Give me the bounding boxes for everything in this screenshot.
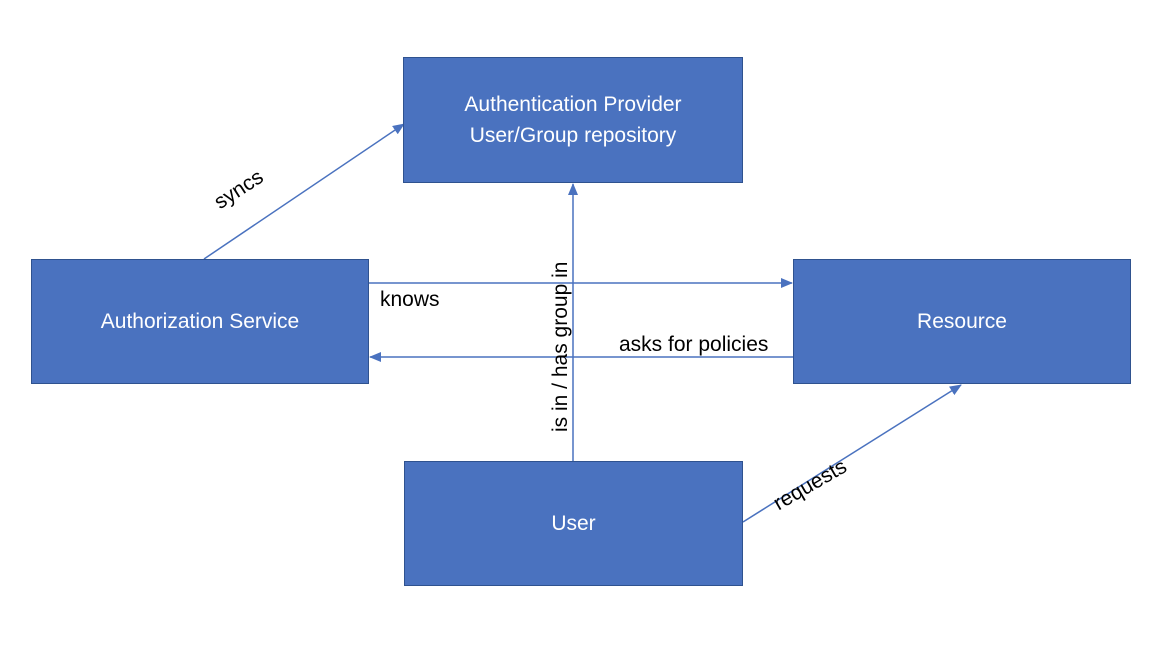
node-resource: Resource (793, 259, 1131, 384)
node-resource-label: Resource (917, 310, 1007, 333)
edge-syncs-arrow (203, 123, 405, 260)
node-authentication-provider-line1: Authentication Provider (464, 93, 682, 116)
edge-requests-arrow (742, 384, 962, 523)
node-authentication-provider-line2: User/Group repository (469, 124, 677, 147)
node-user: User (404, 461, 743, 586)
edge-label-asks-for-policies: asks for policies (619, 333, 769, 356)
node-authorization-service: Authorization Service (31, 259, 369, 384)
node-authorization-service-label: Authorization Service (100, 310, 300, 333)
edge-label-knows: knows (380, 288, 440, 311)
node-authentication-provider: Authentication Provider User/Group repos… (403, 57, 743, 183)
node-user-label: User (551, 512, 596, 535)
edge-label-is-in-group: is in / has group in (549, 261, 572, 432)
